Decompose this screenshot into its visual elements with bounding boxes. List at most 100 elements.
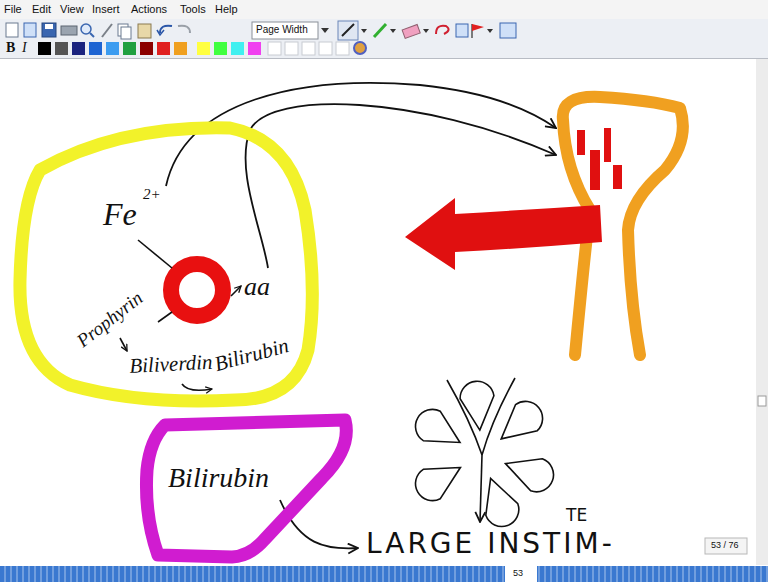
app-toolbar-part xyxy=(248,42,261,55)
marrow-marks-part xyxy=(590,150,600,190)
app-toolbar-part xyxy=(42,23,56,37)
menu-item: Help xyxy=(215,3,238,16)
bilirubin-label: Bilirubin xyxy=(168,462,269,494)
app-toolbar-part xyxy=(121,27,131,39)
release-arrow xyxy=(405,198,602,270)
app-toolbar-part xyxy=(72,42,85,55)
breakdown-arrows-part xyxy=(120,338,127,351)
app-toolbar-part xyxy=(321,28,329,33)
app-toolbar-part xyxy=(423,29,429,33)
iron-symbol: Fe xyxy=(103,196,137,233)
inserted-letters: TE xyxy=(566,506,587,526)
app-toolbar-part xyxy=(174,42,187,55)
app-toolbar-part xyxy=(285,42,298,55)
app-toolbar-part xyxy=(38,42,51,55)
app-toolbar-part xyxy=(361,29,367,33)
app-toolbar-part xyxy=(319,42,332,55)
status-bar-part xyxy=(537,566,768,582)
app-toolbar xyxy=(0,0,768,59)
status-bar-part xyxy=(0,566,505,582)
app-toolbar-part xyxy=(157,30,164,35)
menu-item: Actions xyxy=(131,3,167,16)
menu-item: View xyxy=(60,3,84,16)
recycle-curves xyxy=(166,83,556,268)
porphyrin-label: Prophyrin xyxy=(73,287,147,352)
app-toolbar-part xyxy=(140,42,153,55)
menu-item: Edit xyxy=(32,3,51,16)
marrow-marks xyxy=(577,128,622,190)
app-toolbar-part xyxy=(338,21,358,40)
heme-ring xyxy=(171,264,223,316)
breakdown-arrows-part xyxy=(231,286,241,296)
app-toolbar-part xyxy=(45,24,53,29)
app-toolbar-part xyxy=(90,33,94,37)
app-toolbar-part xyxy=(336,42,349,55)
menu-item: Tools xyxy=(180,3,206,16)
app-toolbar-part xyxy=(106,42,119,55)
cell-outline: Fe 2+ aaProphyrinBiliverdinBilirubin xyxy=(10,115,328,410)
app-toolbar-part xyxy=(487,29,493,33)
villi-sketch-part xyxy=(501,401,542,438)
menu-item: File xyxy=(4,3,22,16)
release-arrow-part xyxy=(405,198,602,270)
organ-label: LARGE INSTIM- xyxy=(366,528,615,560)
app-toolbar-part xyxy=(102,24,112,37)
app-toolbar-part xyxy=(268,42,281,55)
app-toolbar-part xyxy=(231,42,244,55)
app-toolbar-part xyxy=(0,19,768,58)
recycle-curves-part xyxy=(166,83,556,186)
charge-superscript: 2+ xyxy=(143,186,161,203)
heme-ring-part xyxy=(171,264,223,316)
app-toolbar-part xyxy=(342,24,354,36)
app-toolbar-part xyxy=(500,23,516,38)
villi-sketch-part xyxy=(416,409,460,442)
app-toolbar-part xyxy=(197,42,210,55)
marrow-marks-part xyxy=(613,165,622,189)
bold-button: B xyxy=(6,40,15,56)
villi-sketch-part xyxy=(506,459,554,492)
app-toolbar-part xyxy=(138,24,151,38)
app-toolbar-part xyxy=(374,24,386,37)
app-toolbar-part xyxy=(0,58,768,59)
page-number: 53 xyxy=(513,568,523,578)
app-toolbar-part xyxy=(157,42,170,55)
app-toolbar-part xyxy=(24,23,36,37)
italic-button: I xyxy=(22,40,27,56)
scrollbar-part xyxy=(758,396,766,406)
app-toolbar-part xyxy=(436,26,449,34)
breakdown-arrows-part xyxy=(138,240,172,268)
liver-outline: Bilirubin xyxy=(138,410,360,565)
app-toolbar-part xyxy=(302,42,315,55)
villi-sketch-part xyxy=(460,381,494,430)
biliverdin-label: Biliverdin xyxy=(129,350,213,378)
app-toolbar-part xyxy=(402,25,420,39)
app-toolbar-part xyxy=(6,23,18,37)
scrollbar-part xyxy=(705,538,747,554)
menu-item: Insert xyxy=(92,3,120,16)
scrollbar xyxy=(705,59,768,565)
marrow-marks-part xyxy=(604,128,611,162)
app-toolbar-part xyxy=(61,26,77,35)
app-toolbar-part xyxy=(55,42,68,55)
app-toolbar-part xyxy=(123,42,136,55)
villi-sketch-part xyxy=(416,468,461,501)
liver-outline-path xyxy=(146,420,346,557)
app-toolbar-part xyxy=(354,42,366,54)
marrow-marks-part xyxy=(577,130,585,155)
scrollbar-part xyxy=(756,59,768,565)
status-bar xyxy=(0,566,768,582)
zoom-dropdown: Page Width xyxy=(256,24,308,36)
villi-sketch-part xyxy=(480,455,482,522)
cell-outline-path xyxy=(20,128,312,401)
amino-acid-label: aa xyxy=(244,272,270,302)
page-counter: 53 / 76 xyxy=(711,540,739,550)
bilirubin-label: Bilirubin xyxy=(212,333,292,376)
villi-sketch xyxy=(416,378,554,527)
app-toolbar-part xyxy=(456,24,468,37)
app-toolbar-part xyxy=(390,29,396,33)
app-toolbar-part xyxy=(89,42,102,55)
villi-sketch-part xyxy=(447,380,482,455)
